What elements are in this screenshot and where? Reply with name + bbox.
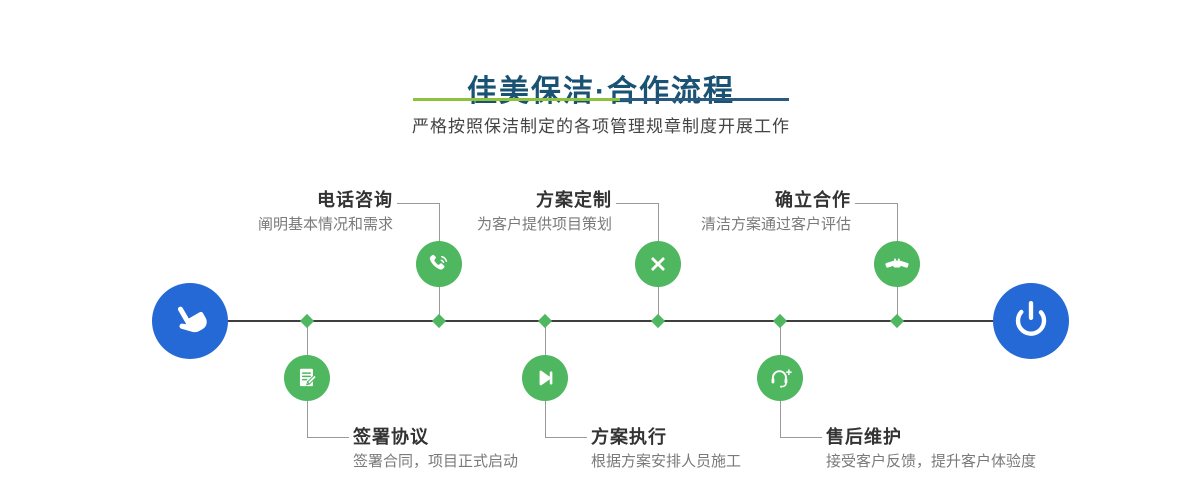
start-node [152,283,228,359]
step-title: 方案定制 [536,190,612,210]
step-title: 电话咨询 [317,190,393,210]
step-label: 售后维护 接受客户反馈，提升客户体验度 [826,426,1146,472]
connector-hline [307,437,349,438]
connector-vline [657,203,659,321]
connector-hline [780,437,822,438]
step-title: 方案执行 [591,427,667,447]
page-subtitle: 严格按照保洁制定的各项管理规章制度开展工作 [412,117,790,136]
power-icon [1011,299,1051,344]
step-desc: 根据方案安排人员施工 [591,453,742,470]
step-title: 签署协议 [353,427,429,447]
page-title: 佳美保洁·合作流程 [467,75,735,109]
timeline-line [190,320,1031,322]
phone-icon [416,241,462,287]
step-desc: 签署合同，项目正式启动 [353,453,519,470]
step-desc: 为客户提供项目策划 [476,216,612,233]
step-title: 确立合作 [775,190,851,210]
step-desc: 清洁方案通过客户评估 [700,216,851,233]
pointing-hand-icon [170,299,210,344]
end-node [993,283,1069,359]
headset-icon [757,355,803,401]
step-label: 方案执行 根据方案安排人员施工 [591,426,911,472]
step-desc: 接受客户反馈，提升客户体验度 [826,453,1037,470]
contract-icon [284,355,330,401]
connector-hline [855,203,897,204]
connector-vline [438,203,440,321]
step-title: 售后维护 [826,427,902,447]
step-desc: 阐明基本情况和需求 [257,216,393,233]
handshake-icon [874,241,920,287]
step-label: 确立合作 清洁方案通过客户评估 [591,189,851,235]
step-label: 签署协议 签署合同，项目正式启动 [353,426,673,472]
connector-hline [397,203,439,204]
connector-vline [896,203,898,321]
connector-vline [306,322,308,437]
connector-hline [616,203,658,204]
pen-tools-icon [635,241,681,287]
title-underline [413,98,789,101]
connector-vline [779,322,781,437]
play-icon [522,355,568,401]
step-label: 电话咨询 阐明基本情况和需求 [133,189,393,235]
connector-vline [544,322,546,437]
connector-hline [545,437,587,438]
step-label: 方案定制 为客户提供项目策划 [352,189,612,235]
